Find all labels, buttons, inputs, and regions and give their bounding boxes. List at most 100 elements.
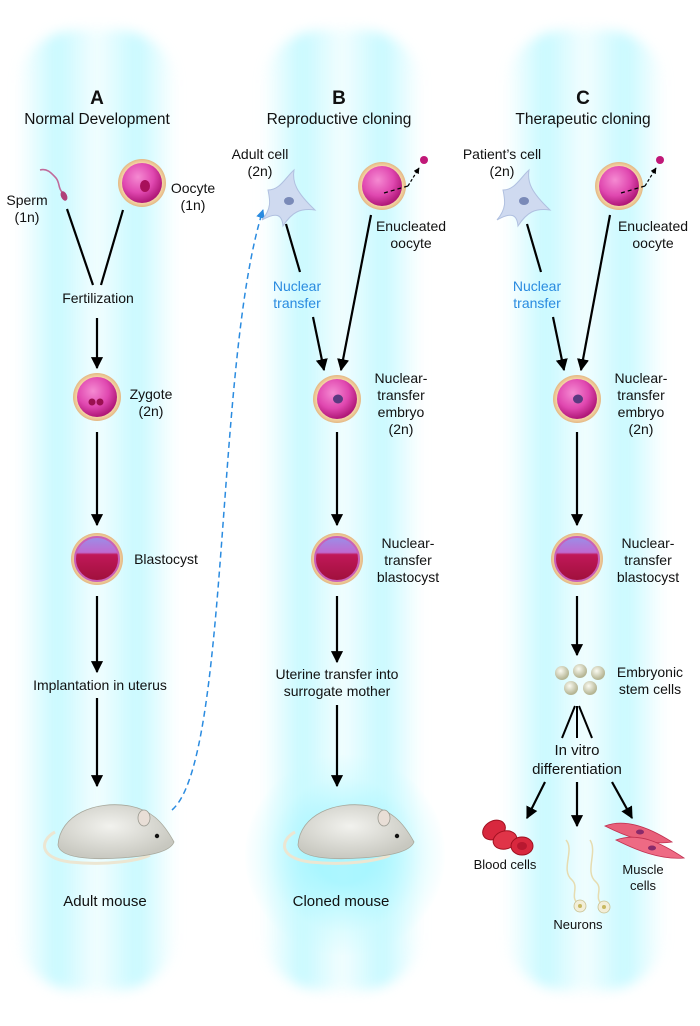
embryo-c-text-4: (2n): [628, 421, 654, 437]
sperm-to-fertilization-line: [65, 208, 95, 286]
muscle-text-2: cells: [629, 878, 656, 893]
sperm-text: Sperm: [6, 192, 48, 208]
esc-text-1: Embryonic: [616, 664, 684, 680]
blood-cells-label: Blood cells: [473, 857, 537, 872]
enucleated-oocyte-c-icon: [595, 156, 664, 210]
zygote-icon: [73, 373, 121, 421]
muscle-cells-label: Muscle cells: [616, 862, 670, 894]
nuclear-transfer-b-label: Nuclear transfer: [262, 278, 332, 312]
adult-cell-ploidy: (2n): [247, 163, 273, 179]
invitro-to-muscle-arrow: [611, 781, 633, 820]
column-c-letter: C: [576, 88, 590, 109]
stem-to-invitro-line-3: [578, 705, 593, 739]
oocyte-label: Oocyte (1n): [168, 180, 218, 214]
blast-b-text-3: blastocyst: [376, 569, 440, 585]
nuclear-transfer-c-label: Nuclear transfer: [502, 278, 572, 312]
blastocyst-label: Blastocyst: [134, 551, 198, 567]
oocyte-a-icon: [118, 159, 166, 207]
nuclear-transfer-b-text-1: Nuclear: [272, 278, 322, 294]
blast-b-text-1: Nuclear-: [381, 535, 435, 551]
nuclear-transfer-c-text-2: transfer: [513, 295, 561, 311]
nuclear-transfer-blastocyst-c-label: Nuclear- transfer blastocyst: [612, 535, 684, 586]
neurons-label: Neurons: [553, 917, 603, 932]
zygote-text: Zygote: [129, 386, 173, 402]
patients-cell-icon: [496, 168, 552, 228]
blastocyst-a-icon: [71, 533, 123, 585]
blast-c-text-1: Nuclear-: [621, 535, 675, 551]
stem-to-invitro-line-1: [561, 705, 576, 739]
nuclear-transfer-embryo-b-icon: [313, 375, 361, 423]
enucleated-oocyte-b-icon: [358, 156, 428, 210]
sperm-ploidy: (1n): [14, 209, 40, 225]
nuclear-transfer-embryo-c-label: Nuclear- transfer embryo (2n): [610, 370, 672, 438]
fertilization-label: Fertilization: [62, 290, 134, 306]
uterine-transfer-label: Uterine transfer into surrogate mother: [265, 666, 409, 700]
column-a-letter: A: [90, 88, 104, 109]
embryo-b-text-4: (2n): [388, 421, 414, 437]
muscle-cells-icon: [604, 822, 686, 859]
oocyte-to-embryo-arrow-c: [577, 214, 612, 372]
nuclear-transfer-embryo-c-icon: [553, 375, 601, 423]
enucleated-c-text-1: Enucleated: [617, 218, 689, 234]
patients-cell-ploidy: (2n): [489, 163, 515, 179]
enucleated-b-text-2: oocyte: [390, 235, 432, 251]
embryo-b-text-3: embryo: [377, 404, 425, 420]
column-b-title: Reproductive cloning: [266, 111, 412, 128]
invitro-text-2: differentiation: [532, 761, 622, 778]
adult-cell-to-embryo-line-b: [284, 223, 302, 273]
sperm-icon: [39, 168, 68, 201]
oocyte-text: Oocyte: [170, 180, 216, 196]
embryonic-stem-cells-label: Embryonic stem cells: [612, 664, 688, 698]
nuclear-transfer-blastocyst-b-label: Nuclear- transfer blastocyst: [372, 535, 444, 586]
uterine-text-1: Uterine transfer into: [275, 666, 399, 682]
column-a-title: Normal Development: [24, 111, 170, 128]
adult-cell-label: Adult cell (2n): [222, 146, 298, 180]
enucleated-oocyte-c-label: Enucleated oocyte: [612, 218, 694, 252]
oocyte-ploidy: (1n): [180, 197, 206, 213]
invitro-to-blood-arrow: [526, 781, 546, 820]
nuclear-transfer-b-text-2: transfer: [273, 295, 321, 311]
in-vitro-differentiation-label: In vitro differentiation: [530, 741, 624, 779]
adult-to-donor-dashed-arrow: [171, 209, 265, 811]
oocyte-to-embryo-arrow-b: [337, 214, 373, 372]
blast-c-text-3: blastocyst: [616, 569, 680, 585]
patient-cell-to-embryo-line-c: [525, 223, 543, 273]
enucleated-c-text-2: oocyte: [632, 235, 674, 251]
blast-b-text-2: transfer: [384, 552, 432, 568]
implantation-label: Implantation in uterus: [33, 677, 167, 693]
embryonic-stem-cells-icon: [555, 664, 605, 695]
nuclear-transfer-c-text-1: Nuclear: [512, 278, 562, 294]
embryo-c-text-2: transfer: [617, 387, 665, 403]
blast-c-text-2: transfer: [624, 552, 672, 568]
column-c-title: Therapeutic cloning: [515, 111, 651, 128]
cloned-mouse-icon: [283, 804, 415, 865]
adult-mouse-icon: [43, 804, 175, 865]
sperm-label: Sperm (1n): [2, 192, 52, 226]
nuclear-transfer-blastocyst-b-icon: [311, 533, 363, 585]
adult-cell-text: Adult cell: [231, 146, 289, 162]
adult-mouse-label: Adult mouse: [63, 893, 147, 910]
esc-text-2: stem cells: [618, 681, 682, 697]
invitro-text-1: In vitro: [554, 742, 600, 759]
column-b-letter: B: [332, 88, 346, 109]
patients-cell-label: Patient’s cell (2n): [456, 146, 548, 180]
enucleated-b-text-1: Enucleated: [375, 218, 447, 234]
embryo-c-text-3: embryo: [617, 404, 665, 420]
muscle-text-1: Muscle: [622, 862, 664, 877]
adult-cell-icon: [261, 168, 317, 228]
uterine-text-2: surrogate mother: [283, 683, 391, 699]
neurons-icon: [565, 839, 611, 914]
embryo-b-text-1: Nuclear-: [374, 370, 428, 386]
patients-cell-text: Patient’s cell: [462, 146, 542, 162]
blood-cells-icon: [482, 819, 534, 856]
zygote-ploidy: (2n): [138, 403, 164, 419]
nuclear-transfer-embryo-b-label: Nuclear- transfer embryo (2n): [370, 370, 432, 438]
nuclear-transfer-blastocyst-c-icon: [551, 533, 603, 585]
embryo-c-text-1: Nuclear-: [614, 370, 668, 386]
cloned-mouse-label: Cloned mouse: [292, 893, 390, 910]
nuclear-transfer-to-embryo-arrow-c: [551, 316, 568, 372]
embryo-b-text-2: transfer: [377, 387, 425, 403]
enucleated-oocyte-b-label: Enucleated oocyte: [370, 218, 452, 252]
nuclear-transfer-to-embryo-arrow-b: [311, 316, 328, 372]
